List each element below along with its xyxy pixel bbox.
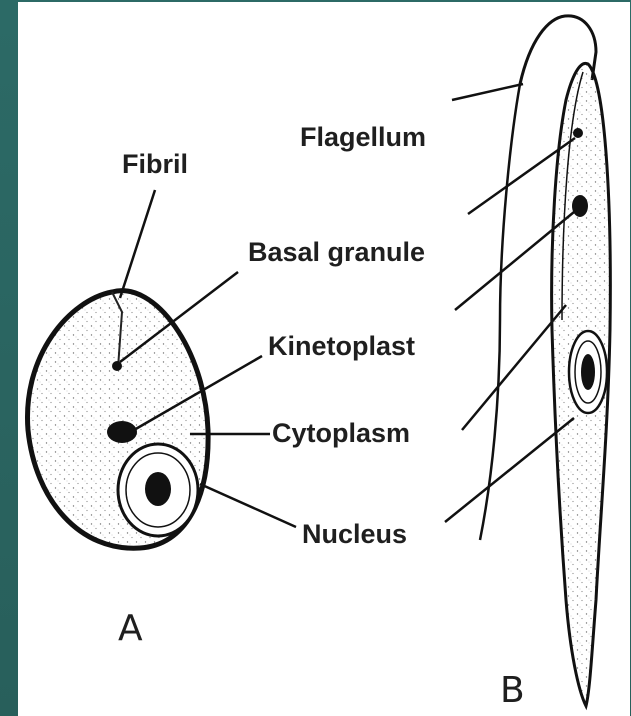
leader-nucleus-a: [200, 484, 296, 527]
label-cytoplasm: Cytoplasm: [272, 418, 410, 448]
leader-fibril: [120, 190, 155, 298]
cell-a: [27, 291, 208, 549]
cell-b: [480, 16, 610, 706]
cell-a-kinetoplast: [107, 421, 137, 443]
label-cell-b: B: [500, 670, 525, 711]
label-kinetoplast: Kinetoplast: [268, 331, 415, 361]
label-flagellum: Flagellum: [300, 122, 426, 152]
cell-b-nucleolus: [581, 354, 595, 390]
undulating-membrane-edge: [480, 84, 520, 540]
leader-flagellum: [452, 84, 523, 100]
cell-b-basal-granule: [573, 128, 583, 138]
cell-b-kinetoplast: [572, 195, 588, 217]
leader-cytoplasm-b: [462, 305, 566, 430]
label-nucleus: Nucleus: [302, 519, 407, 549]
leader-nucleus-b: [445, 418, 574, 522]
label-basal-granule: Basal granule: [248, 237, 425, 267]
label-cell-a: A: [118, 608, 143, 649]
label-fibril: Fibril: [122, 149, 188, 179]
cell-a-nucleolus: [145, 472, 171, 506]
